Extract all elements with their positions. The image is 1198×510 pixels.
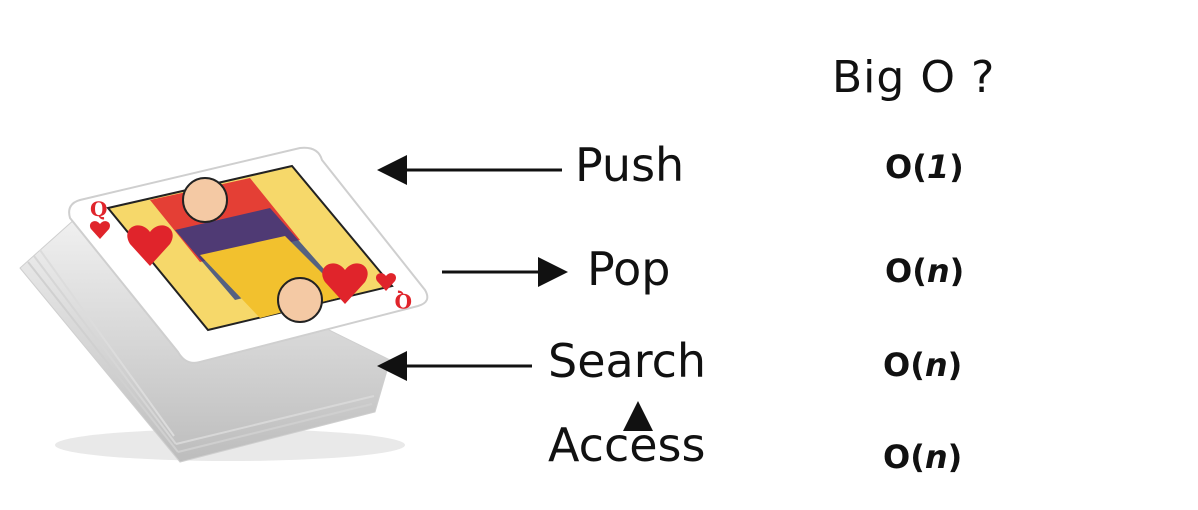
- complexity-access-prefix: O(: [883, 438, 925, 476]
- complexity-search-var: n: [924, 346, 948, 384]
- complexity-search-suffix: ): [947, 346, 963, 384]
- complexity-access-suffix: ): [947, 438, 963, 476]
- queen-of-hearts-card: Q Q: [68, 146, 429, 364]
- operation-pop-label: Pop: [587, 242, 671, 296]
- complexity-access-var: n: [924, 438, 948, 476]
- complexity-pop-var: n: [926, 252, 950, 290]
- complexity-search-prefix: O(: [883, 346, 925, 384]
- heart-icon: [322, 263, 368, 304]
- big-o-heading: Big O ?: [832, 52, 996, 103]
- complexity-pop: O(n): [885, 252, 964, 290]
- complexity-pop-suffix: ): [949, 252, 965, 290]
- operation-search-label: Search: [548, 334, 707, 388]
- complexity-push-suffix: ): [949, 148, 964, 186]
- complexity-push-prefix: O(: [885, 148, 927, 186]
- deck-of-cards-image: Q Q: [19, 146, 429, 463]
- operation-access-label: Access: [548, 418, 706, 472]
- complexity-search: O(n): [883, 346, 962, 384]
- svg-text:Q: Q: [395, 289, 412, 313]
- complexity-push: O(1): [885, 148, 964, 186]
- heart-icon: [127, 225, 173, 266]
- operation-push-label: Push: [575, 138, 685, 192]
- complexity-pop-prefix: O(: [885, 252, 927, 290]
- complexity-access: O(n): [883, 438, 962, 476]
- svg-text:Q: Q: [90, 197, 107, 221]
- complexity-push-var: 1: [926, 148, 950, 186]
